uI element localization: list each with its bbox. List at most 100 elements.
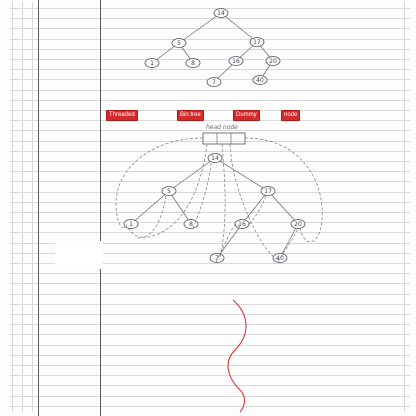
threaded-binary-tree: 14 5 17 1 8 16 20 7 40 [123,153,306,263]
ruled-line [10,243,410,244]
tree-node [272,253,288,263]
ruled-line [10,294,410,295]
tree-node [249,37,265,47]
tree-node-label: 8 [189,221,193,228]
annotation-label: Dummy [233,110,260,121]
tree-edge [267,190,299,225]
tree-node [252,75,268,85]
tree-node-label: 16 [232,58,240,65]
ruled-line [10,263,410,264]
tree-node [260,186,276,196]
ruled-line [10,385,410,386]
ruled-line [10,39,410,40]
thread-arcs [115,137,323,263]
margin-line [38,0,39,416]
ruled-line [10,8,410,9]
ruled-line [10,212,410,213]
ruled-line [10,151,410,152]
blank-sticker [55,241,103,269]
tree-node-label: 14 [217,10,225,17]
page-stack-edge [404,2,405,412]
ruled-line [10,365,410,366]
tree-node-label: 1 [129,221,133,228]
tree-edge [130,190,170,225]
tree-node-label: 7 [215,255,219,262]
margin-line [100,0,101,416]
tree-node [228,56,244,66]
ruled-line [10,28,410,29]
ruled-line [10,222,410,223]
ruled-line [10,192,410,193]
tree-node-label: 40 [256,77,264,84]
ruled-line [10,304,410,305]
tree-node-label: 7 [212,79,216,86]
ruled-line [10,141,410,142]
ruled-line [10,49,410,50]
tree-node-label: 5 [167,188,171,195]
ruled-line [10,283,410,284]
tree-edge [214,157,269,192]
ruled-line [10,59,410,60]
page-stack-edge [12,2,13,412]
ruled-line [10,406,410,407]
tree-node [144,58,160,68]
ruled-line [10,18,410,19]
page-stack-edge [22,2,23,412]
tree-node [234,219,250,229]
ruled-line [10,171,410,172]
ruled-line [10,375,410,376]
tree-edge [241,190,269,225]
tree-node-label: 1 [150,60,154,67]
tree-node [161,186,177,196]
ruled-line [10,253,410,254]
ruled-line [10,181,410,182]
tree-node [265,56,281,66]
ruled-line [10,334,410,335]
ruled-line [10,130,410,131]
ruled-line [10,273,410,274]
tree-node-label: 20 [269,58,277,65]
ruled-line [10,100,410,101]
tree-node-label: 17 [264,188,272,195]
tree-edge [168,157,216,192]
tree-edge [168,190,192,225]
tree-node [207,153,223,163]
tree-node [213,8,229,18]
tree-node-label: 14 [211,155,219,162]
page-stack-edge [32,2,33,412]
ruled-line [10,314,410,315]
tree-node-label: 16 [238,221,246,228]
ruled-line [10,69,410,70]
red-pen-stroke [227,299,247,413]
tree-node-label: 8 [191,60,195,67]
tree-node [183,219,199,229]
head-node-box [202,132,246,145]
tree-node [171,38,187,48]
tree-node-label: 40 [276,255,284,262]
ruled-line [10,324,410,325]
tree-edge [279,223,299,259]
tree-node [123,219,139,229]
ruled-line [10,90,410,91]
ruled-line [10,345,410,346]
tree-node [185,58,201,68]
tree-node-label: 5 [177,40,181,47]
ruled-line [10,110,410,111]
annotation-label: node [281,110,301,121]
binary-tree-top: 14 5 17 1 8 16 20 7 40 [144,8,281,87]
ruled-line [10,396,410,397]
annotation-label: Threaded [106,110,138,121]
annotation-label: Bin tree [177,110,204,121]
tree-node [290,219,306,229]
tree-node-label: 20 [294,221,302,228]
tree-node-label: 17 [253,39,261,46]
tree-edge [220,12,258,43]
head-node-caption: head node [206,124,238,131]
ruled-line [10,120,410,121]
tree-node [206,77,222,87]
ruled-line [10,355,410,356]
tree-edge [178,12,222,44]
ruled-line [10,232,410,233]
